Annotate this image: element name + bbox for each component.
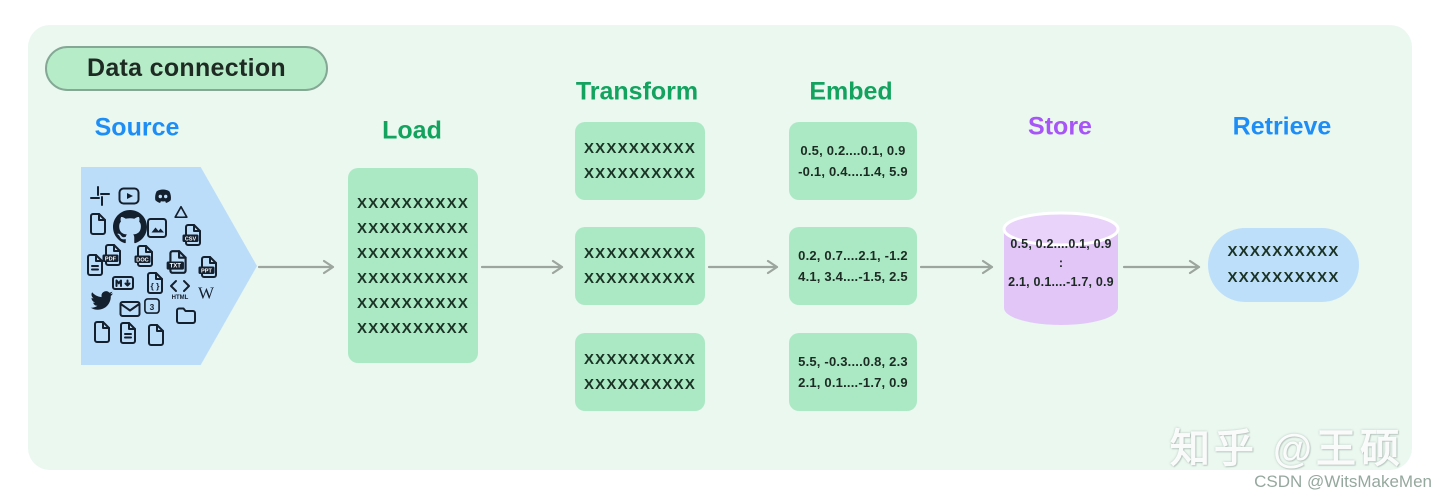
retrieve-box: XXXXXXXXXX XXXXXXXXXX xyxy=(1208,228,1359,302)
transform-line: XXXXXXXXXX xyxy=(583,270,697,287)
load-heading: Load xyxy=(382,116,442,145)
store-heading: Store xyxy=(1028,112,1092,141)
store-vector-line: : xyxy=(1058,256,1064,270)
svg-text:HTML: HTML xyxy=(172,295,189,300)
embed-heading: Embed xyxy=(809,77,893,106)
file-text-icon xyxy=(83,253,107,277)
google-drive-icon xyxy=(171,203,191,223)
discord-icon xyxy=(151,185,175,209)
file-icon xyxy=(90,320,114,344)
retrieve-heading: Retrieve xyxy=(1232,112,1332,141)
pdf-file-icon: PDF xyxy=(101,243,125,267)
load-line: XXXXXXXXXX xyxy=(356,194,470,212)
html-code-icon: HTML xyxy=(168,276,192,300)
data-connection-badge: Data connection xyxy=(45,46,328,91)
load-line: XXXXXXXXXX xyxy=(356,244,470,262)
embed-vector-line: 5.5, -0.3....0.8, 2.3 xyxy=(798,354,908,369)
embed-vector-line: 4.1, 3.4....-1.5, 2.5 xyxy=(798,269,908,284)
transform-line: XXXXXXXXXX xyxy=(583,245,697,262)
load-box: XXXXXXXXXX XXXXXXXXXX XXXXXXXXXX XXXXXXX… xyxy=(348,168,478,363)
json-file-icon: { } xyxy=(143,271,167,295)
source-heading: Source xyxy=(94,113,180,142)
load-line: XXXXXXXXXX xyxy=(356,219,470,237)
css3-icon: 3 xyxy=(142,296,162,316)
embed-box-1: 0.5, 0.2....0.1, 0.9 -0.1, 0.4....1.4, 5… xyxy=(789,122,917,200)
load-line: XXXXXXXXXX xyxy=(356,269,470,287)
svg-text:3: 3 xyxy=(150,302,155,312)
retrieve-line: XXXXXXXXXX xyxy=(1227,243,1340,260)
database-cylinder-shape xyxy=(1002,211,1120,325)
github-icon xyxy=(113,210,147,244)
store-database-cylinder: 0.5, 0.2....0.1, 0.9 : 2.1, 0.1....-1.7,… xyxy=(1002,211,1120,327)
markdown-icon xyxy=(111,271,135,295)
zhihu-watermark: 知乎 @王硕 xyxy=(1169,427,1404,471)
ppt-file-icon: PPT xyxy=(197,255,221,279)
diagram-frame xyxy=(28,25,1412,470)
transform-box-2: XXXXXXXXXX XXXXXXXXXX xyxy=(575,227,705,305)
svg-text:CSV: CSV xyxy=(185,236,197,242)
embed-vector-line: 0.2, 0.7....2.1, -1.2 xyxy=(798,248,908,263)
svg-text:W: W xyxy=(198,284,215,303)
email-icon xyxy=(118,297,142,321)
file-icon xyxy=(86,212,110,236)
embed-box-2: 0.2, 0.7....2.1, -1.2 4.1, 3.4....-1.5, … xyxy=(789,227,917,305)
svg-text:TXT: TXT xyxy=(170,264,182,270)
youtube-icon xyxy=(117,184,141,208)
transform-line: XXXXXXXXXX xyxy=(583,376,697,393)
transform-box-3: XXXXXXXXXX XXXXXXXXXX xyxy=(575,333,705,411)
store-vector-text: 0.5, 0.2....0.1, 0.9 : 2.1, 0.1....-1.7,… xyxy=(1002,235,1120,292)
csdn-watermark: CSDN @WitsMakeMen xyxy=(1254,472,1432,491)
svg-text:{ }: { } xyxy=(151,281,161,291)
transform-line: XXXXXXXXXX xyxy=(583,140,697,157)
load-line: XXXXXXXXXX xyxy=(356,319,470,337)
doc-file-icon: DOC xyxy=(133,244,157,268)
wikipedia-icon: W xyxy=(194,280,218,304)
file-icon xyxy=(144,323,168,347)
embed-vector-line: 2.1, 0.1....-1.7, 0.9 xyxy=(798,375,908,390)
load-line: XXXXXXXXXX xyxy=(356,294,470,312)
embed-vector-line: -0.1, 0.4....1.4, 5.9 xyxy=(798,164,908,179)
transform-line: XXXXXXXXXX xyxy=(583,351,697,368)
embed-box-3: 5.5, -0.3....0.8, 2.3 2.1, 0.1....-1.7, … xyxy=(789,333,917,411)
store-vector-line: 0.5, 0.2....0.1, 0.9 xyxy=(1010,237,1112,251)
retrieve-line: XXXXXXXXXX xyxy=(1227,269,1340,286)
folder-icon xyxy=(174,303,198,327)
file-text-icon xyxy=(116,321,140,345)
svg-text:PDF: PDF xyxy=(105,256,117,262)
slack-icon xyxy=(88,184,112,208)
csv-file-icon: CSV xyxy=(181,223,205,247)
image-icon xyxy=(145,216,169,240)
txt-file-icon: TXT xyxy=(165,249,191,275)
transform-line: XXXXXXXXXX xyxy=(583,165,697,182)
transform-box-1: XXXXXXXXXX XXXXXXXXXX xyxy=(575,122,705,200)
store-vector-line: 2.1, 0.1....-1.7, 0.9 xyxy=(1008,275,1114,289)
svg-text:DOC: DOC xyxy=(136,257,148,263)
twitter-icon xyxy=(90,289,114,313)
svg-text:PPT: PPT xyxy=(201,268,212,274)
transform-heading: Transform xyxy=(575,77,699,106)
embed-vector-line: 0.5, 0.2....0.1, 0.9 xyxy=(800,143,906,158)
